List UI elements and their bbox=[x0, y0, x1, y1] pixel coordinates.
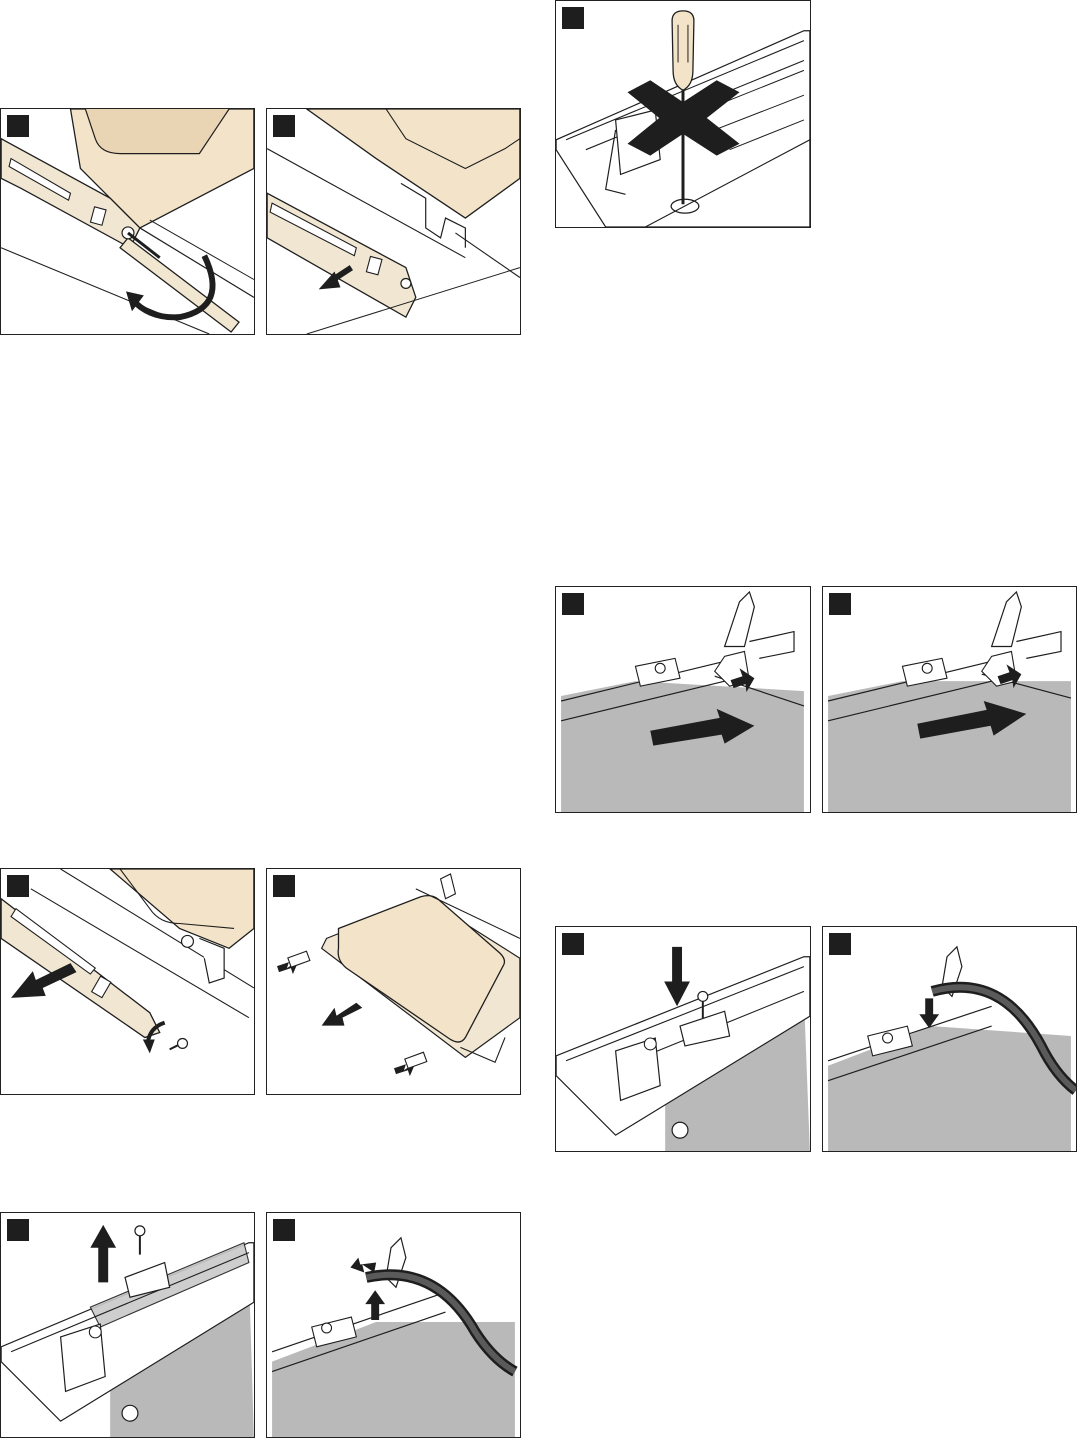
arrow-icon bbox=[919, 998, 939, 1028]
arrow-icon bbox=[394, 1052, 427, 1076]
figure-push-glass-in-left bbox=[555, 586, 811, 813]
figure-number-badge bbox=[562, 7, 584, 29]
figure-number-badge bbox=[562, 933, 584, 955]
figure-insert-screw bbox=[555, 926, 811, 1152]
figure-number-badge bbox=[7, 1219, 29, 1241]
figure-unscrew-clip bbox=[0, 1212, 255, 1438]
arrow-icon bbox=[365, 1290, 385, 1320]
figure-do-not-unscrew-warning bbox=[555, 0, 811, 228]
arrow-icon bbox=[322, 1003, 363, 1026]
figure-number-badge bbox=[7, 875, 29, 897]
figure-number-badge bbox=[562, 593, 584, 615]
figure-number-badge bbox=[829, 593, 851, 615]
screw-icon bbox=[135, 1226, 145, 1255]
arrow-icon bbox=[350, 1258, 376, 1273]
arrow-icon bbox=[277, 951, 310, 974]
figure-remove-cover-and-screw bbox=[0, 868, 255, 1095]
figure-pull-out-seal bbox=[266, 1212, 521, 1438]
screw-icon bbox=[170, 1038, 188, 1049]
figure-remove-glass-pane bbox=[266, 868, 521, 1095]
figure-number-badge bbox=[273, 115, 295, 137]
figure-fit-seal bbox=[822, 926, 1077, 1152]
figure-unscrew-side-cover bbox=[0, 108, 255, 335]
figure-number-badge bbox=[273, 875, 295, 897]
figure-number-badge bbox=[7, 115, 29, 137]
figure-number-badge bbox=[273, 1219, 295, 1241]
figure-push-glass-in-right bbox=[822, 586, 1077, 813]
figure-pull-off-side-cover bbox=[266, 108, 521, 335]
arrow-icon bbox=[90, 1225, 116, 1282]
arrow-icon bbox=[664, 947, 690, 1006]
figure-number-badge bbox=[829, 933, 851, 955]
